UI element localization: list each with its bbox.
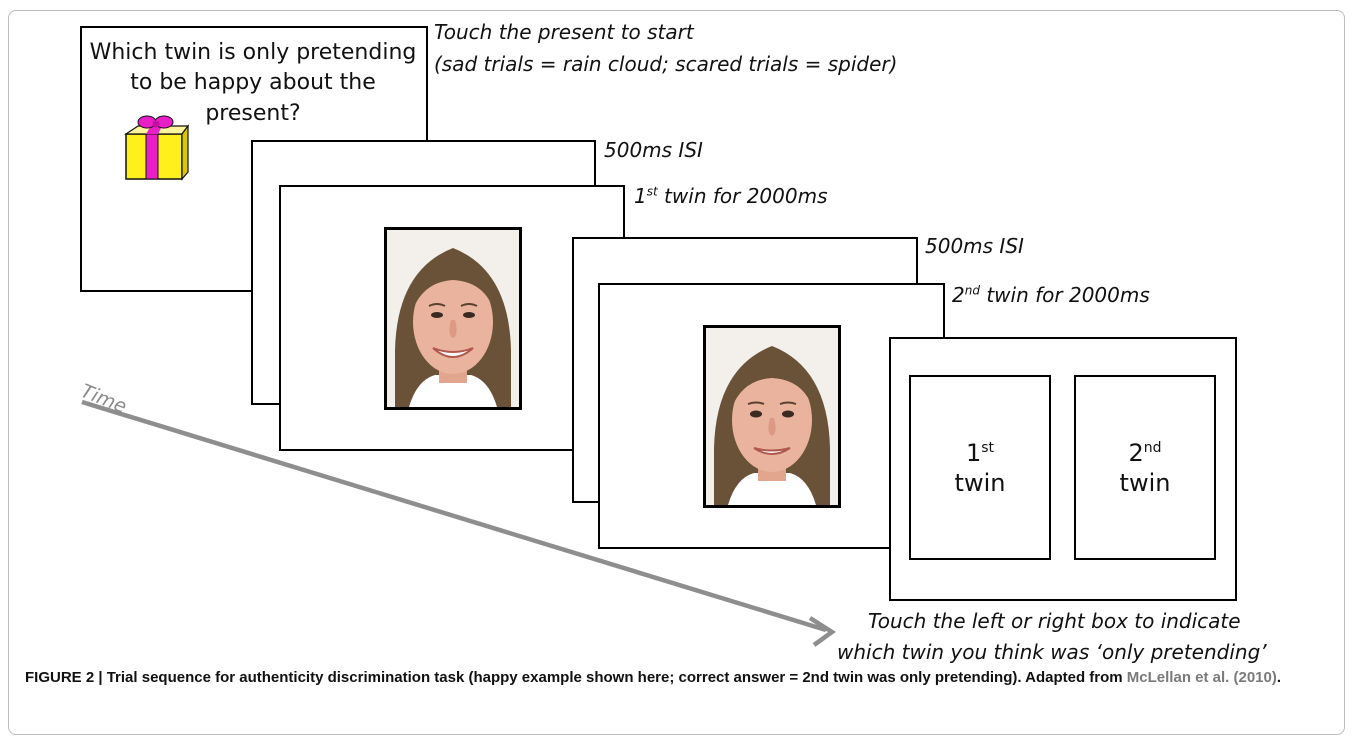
choice-second-twin-number: 2nd [1128,438,1162,467]
step-start-note: (sad trials = rain cloud; scared trials … [434,52,898,76]
choice-first-twin-button[interactable]: 1st twin [909,375,1051,560]
question-text: Which twin is only pretending to be happ… [89,40,417,126]
step-response-line-2: which twin you think was ‘only pretendin… [837,640,1267,664]
step-isi-2-label: 500ms ISI [925,234,1024,258]
choice-first-twin-number: 1st [965,438,995,467]
caption-reference-link[interactable]: McLellan et al. (2010) [1126,669,1277,686]
gift-icon[interactable] [118,112,190,184]
choice-second-twin-button[interactable]: 2nd twin [1074,375,1216,560]
step-start-label: Touch the present to start [434,20,694,44]
choice-second-twin-word: twin [1119,469,1171,498]
caption-text: FIGURE 2 | Trial sequence for authentici… [25,669,1127,686]
figure-caption: FIGURE 2 | Trial sequence for authentici… [25,669,1282,686]
step-response-line-1: Touch the left or right box to indicate [868,609,1241,633]
twin-1-face-photo [384,227,522,410]
step-twin-1-label: 1st twin for 2000ms [634,184,828,208]
choice-first-twin-word: twin [954,469,1006,498]
step-twin-2-label: 2nd twin for 2000ms [952,283,1150,307]
twin-2-face-photo [703,325,841,508]
step-isi-1-label: 500ms ISI [604,138,703,162]
